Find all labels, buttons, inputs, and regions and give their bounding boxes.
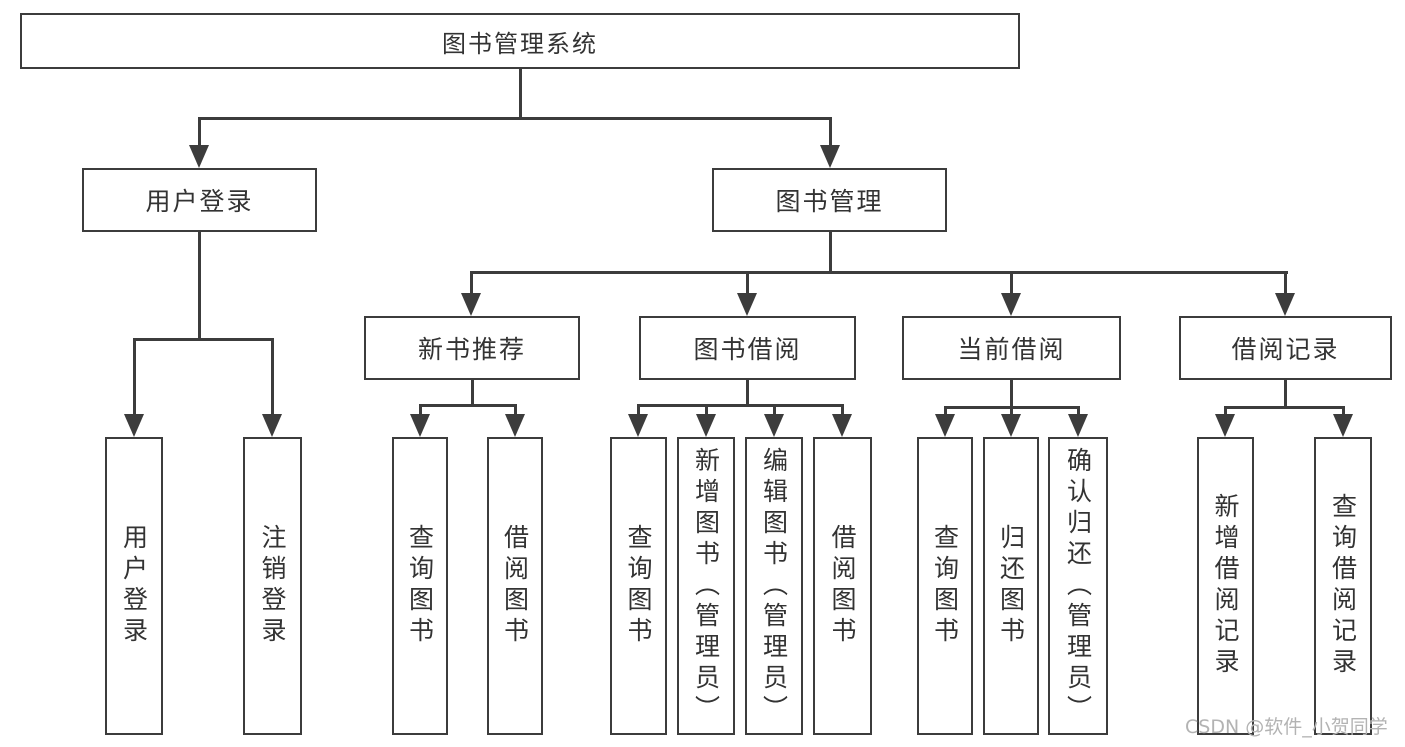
connector-stub bbox=[1010, 406, 1013, 415]
arrow-down-icon bbox=[189, 145, 209, 168]
leaf-borrow-books-recommend: 借阅图书 bbox=[487, 437, 543, 735]
arrow-down-icon bbox=[461, 293, 481, 316]
arrow-down-icon bbox=[737, 293, 757, 316]
leaf-add-borrow-record: 新增借阅记录 bbox=[1197, 437, 1254, 735]
leaf-confirm-return-admin: 确认归还（管理员） bbox=[1048, 437, 1108, 735]
connector-current-drop bbox=[1010, 380, 1013, 408]
connector-newbook-drop bbox=[471, 380, 474, 407]
leaf-logout: 注销登录 bbox=[243, 437, 302, 735]
connector-stub-user-login bbox=[198, 117, 201, 147]
connector-userlogin-drop bbox=[198, 232, 201, 340]
connector-stub bbox=[637, 404, 640, 415]
connector-borrowing-drop bbox=[746, 380, 749, 407]
connector-borrowing-branch bbox=[637, 404, 844, 407]
connector-stub bbox=[1010, 271, 1013, 294]
arrow-down-icon bbox=[410, 414, 430, 437]
connector-stub bbox=[841, 404, 844, 415]
arrow-down-icon bbox=[1001, 414, 1021, 437]
leaf-query-books-current: 查询图书 bbox=[917, 437, 973, 735]
arrow-down-icon bbox=[262, 414, 282, 437]
leaf-user-login: 用户登录 bbox=[105, 437, 163, 735]
connector-stub bbox=[1284, 271, 1287, 294]
arrow-down-icon bbox=[696, 414, 716, 437]
connector-stub bbox=[944, 406, 947, 415]
leaf-query-books-recommend: 查询图书 bbox=[392, 437, 448, 735]
node-library-system: 图书管理系统 bbox=[20, 13, 1020, 69]
arrow-down-icon bbox=[1068, 414, 1088, 437]
arrow-down-icon bbox=[1215, 414, 1235, 437]
arrow-down-icon bbox=[124, 414, 144, 437]
leaf-borrow-books-2: 借阅图书 bbox=[813, 437, 872, 735]
connector-root-drop bbox=[519, 69, 522, 119]
arrow-down-icon bbox=[764, 414, 784, 437]
connector-stub bbox=[1224, 406, 1227, 415]
connector-newbook-branch bbox=[419, 404, 517, 407]
node-book-management: 图书管理 bbox=[712, 168, 947, 232]
leaf-return-books: 归还图书 bbox=[983, 437, 1039, 735]
connector-bookmgmt-drop bbox=[829, 232, 832, 274]
node-current-borrowing: 当前借阅 bbox=[902, 316, 1121, 380]
connector-stub bbox=[133, 338, 136, 415]
arrow-down-icon bbox=[935, 414, 955, 437]
arrow-down-icon bbox=[1001, 293, 1021, 316]
leaf-add-book-admin: 新增图书（管理员） bbox=[677, 437, 735, 735]
arrow-down-icon bbox=[505, 414, 525, 437]
leaf-edit-book-admin: 编辑图书（管理员） bbox=[745, 437, 803, 735]
connector-records-branch bbox=[1224, 406, 1344, 409]
connector-records-drop bbox=[1284, 380, 1287, 408]
connector-stub bbox=[1077, 406, 1080, 415]
connector-userlogin-branch bbox=[133, 338, 274, 341]
connector-stub bbox=[470, 271, 473, 294]
leaf-query-borrow-record: 查询借阅记录 bbox=[1314, 437, 1372, 735]
arrow-down-icon bbox=[628, 414, 648, 437]
node-book-borrowing: 图书借阅 bbox=[639, 316, 856, 380]
node-user-login: 用户登录 bbox=[82, 168, 317, 232]
leaf-query-books-borrowing: 查询图书 bbox=[610, 437, 667, 735]
node-new-book-recommend: 新书推荐 bbox=[364, 316, 580, 380]
connector-stub bbox=[1342, 406, 1345, 415]
arrow-down-icon bbox=[1275, 293, 1295, 316]
watermark: CSDN @软件_小贺同学 bbox=[1185, 716, 1388, 738]
connector-stub bbox=[705, 404, 708, 415]
connector-stub-book-mgmt bbox=[829, 117, 832, 147]
node-borrowing-records: 借阅记录 bbox=[1179, 316, 1392, 380]
connector-bookmgmt-branch bbox=[470, 271, 1288, 274]
connector-stub bbox=[271, 338, 274, 415]
connector-root-branch bbox=[198, 117, 832, 120]
connector-stub bbox=[514, 404, 517, 415]
connector-stub bbox=[419, 404, 422, 415]
arrow-down-icon bbox=[820, 145, 840, 168]
arrow-down-icon bbox=[1333, 414, 1353, 437]
arrow-down-icon bbox=[832, 414, 852, 437]
connector-stub bbox=[773, 404, 776, 415]
connector-stub bbox=[746, 271, 749, 294]
